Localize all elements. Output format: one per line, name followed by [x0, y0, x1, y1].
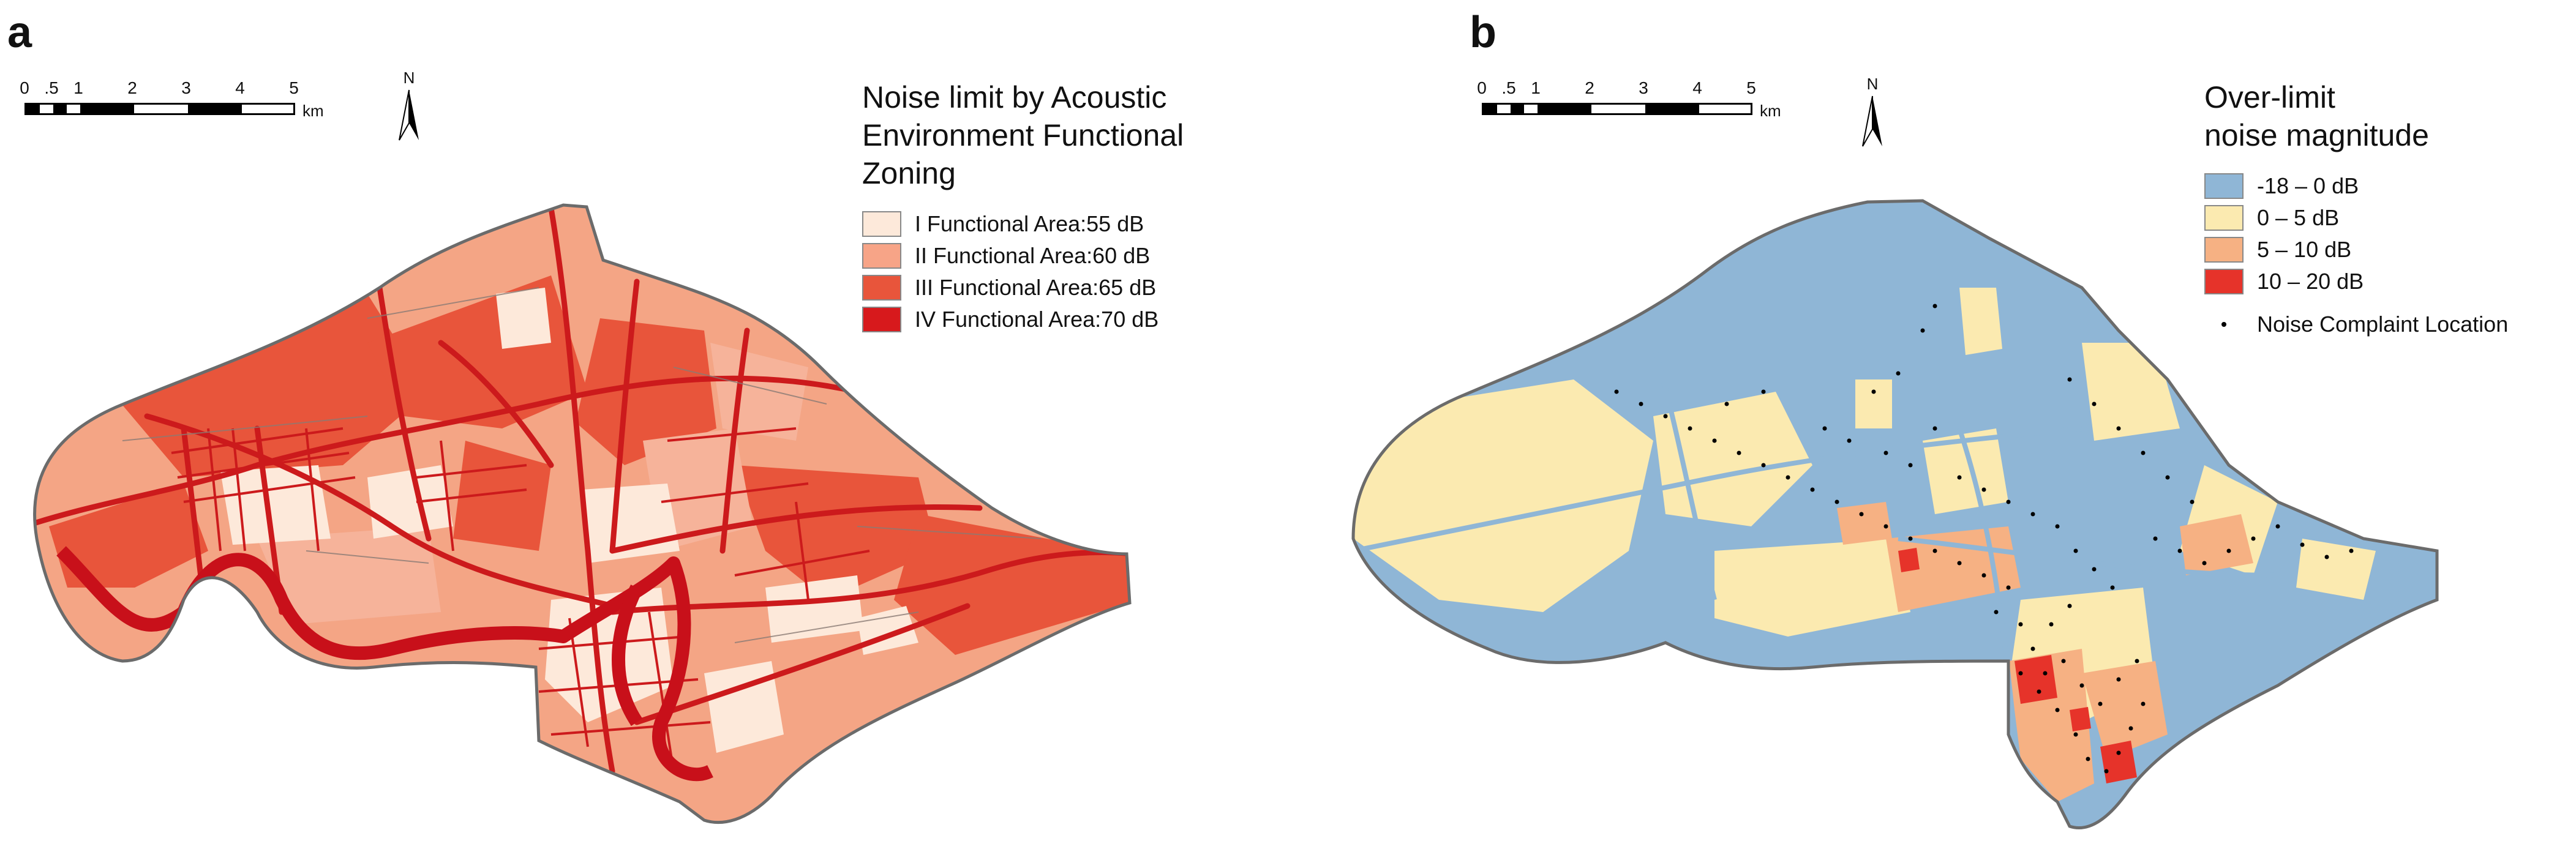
scale-bar-segments	[24, 103, 295, 115]
legend-item: -18 – 0 dB	[2204, 170, 2508, 202]
scale-tick: 1	[1531, 78, 1541, 97]
scale-ticks: 0 .5 1 2 3 4 5	[1476, 78, 1757, 103]
legend: Noise limit by Acoustic Environment Func…	[862, 78, 1286, 335]
legend-swatch	[2204, 173, 2244, 199]
complaint-dot-icon	[2204, 322, 2244, 327]
legend-label: IV Functional Area:70 dB	[915, 307, 1159, 332]
north-label: N	[1866, 75, 1879, 93]
legend-item: 10 – 20 dB	[2204, 266, 2508, 297]
scale-bar: 0 .5 1 2 3 4 5 km	[18, 78, 323, 120]
over-limit-map	[1351, 199, 2439, 830]
panel-a: a 0 .5 1 2 3 4 5 km N Noise limit by Aco…	[0, 0, 1286, 852]
legend-item: 5 – 10 dB	[2204, 234, 2508, 266]
legend-swatch	[862, 211, 901, 237]
legend-swatch	[2204, 269, 2244, 294]
complaint-points	[1614, 304, 2354, 774]
legend-label: I Functional Area:55 dB	[915, 211, 1144, 236]
legend-item: III Functional Area:65 dB	[862, 272, 1286, 304]
panel-letter: b	[1470, 8, 1496, 57]
legend-swatch	[862, 307, 901, 332]
scale-tick: .5	[44, 78, 59, 97]
scale-tick: 5	[1746, 78, 1756, 97]
legend-item: II Functional Area:60 dB	[862, 240, 1286, 272]
scale-tick: 3	[181, 78, 191, 97]
legend-label: II Functional Area:60 dB	[915, 243, 1151, 268]
scale-tick: 2	[1585, 78, 1594, 97]
scale-tick: 1	[73, 78, 83, 97]
legend-item-point: Noise Complaint Location	[2204, 308, 2508, 340]
scale-bar-segments	[1482, 103, 1752, 115]
legend-label: 5 – 10 dB	[2257, 237, 2352, 262]
scale-unit: km	[302, 102, 324, 120]
scale-unit: km	[1760, 102, 1781, 120]
legend-swatch	[862, 243, 901, 269]
legend-title: Over-limit noise magnitude	[2204, 78, 2508, 154]
legend: Over-limit noise magnitude -18 – 0 dB 0 …	[2204, 78, 2508, 340]
legend-label: Noise Complaint Location	[2257, 312, 2509, 337]
scale-ticks: 0 .5 1 2 3 4 5	[18, 78, 300, 103]
scale-tick: .5	[1501, 78, 1516, 97]
scale-tick: 0	[20, 78, 29, 97]
north-arrow: N	[1860, 75, 1885, 153]
north-arrow: N	[397, 69, 421, 147]
scale-tick: 3	[1639, 78, 1648, 97]
scale-tick: 2	[127, 78, 137, 97]
north-label: N	[403, 69, 415, 87]
legend-title: Noise limit by Acoustic Environment Func…	[862, 78, 1286, 192]
scale-tick: 5	[289, 78, 299, 97]
scale-tick: 0	[1477, 78, 1487, 97]
legend-title-line: noise magnitude	[2204, 118, 2429, 152]
legend-label: 0 – 5 dB	[2257, 205, 2340, 230]
legend-title-line: Environment Functional Zoning	[862, 118, 1184, 190]
legend-swatch	[2204, 237, 2244, 263]
legend-label: 10 – 20 dB	[2257, 269, 2364, 294]
zoning-map	[33, 203, 1132, 824]
legend-swatch	[2204, 205, 2244, 231]
scale-bar: 0 .5 1 2 3 4 5 km	[1476, 78, 1781, 120]
north-arrow-icon	[1862, 95, 1882, 147]
north-arrow-icon	[399, 89, 419, 141]
legend-title-line: Noise limit by Acoustic	[862, 80, 1167, 114]
legend-swatch	[862, 275, 901, 301]
panel-b: b 0 .5 1 2 3 4 5 km N Over-limit noise m…	[1286, 0, 2576, 852]
legend-title-line: Over-limit	[2204, 80, 2335, 114]
scale-tick: 4	[1692, 78, 1702, 97]
legend-item: 0 – 5 dB	[2204, 202, 2508, 234]
legend-item: I Functional Area:55 dB	[862, 208, 1286, 240]
legend-label: III Functional Area:65 dB	[915, 275, 1157, 300]
scale-tick: 4	[235, 78, 245, 97]
legend-item: IV Functional Area:70 dB	[862, 304, 1286, 335]
legend-label: -18 – 0 dB	[2257, 173, 2359, 198]
panel-letter: a	[7, 8, 32, 57]
